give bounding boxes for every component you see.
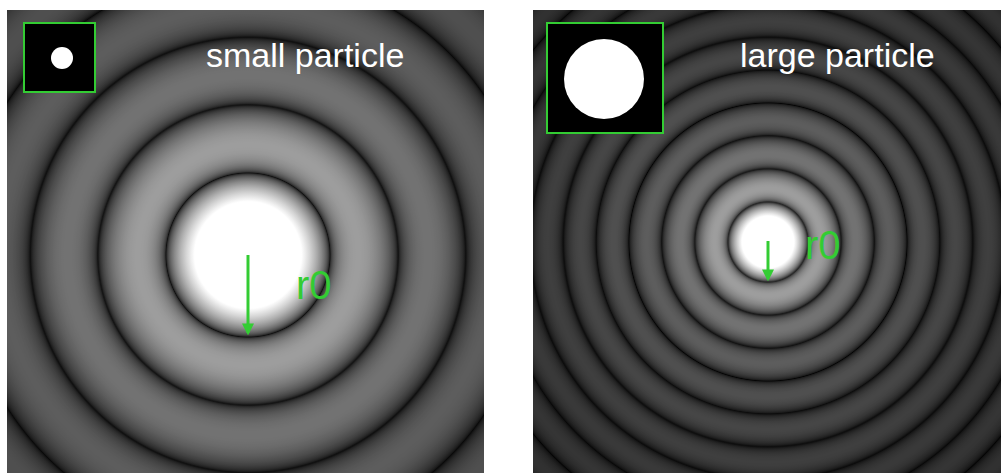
radius-label: r0 — [805, 222, 841, 268]
pattern-background — [533, 10, 1001, 473]
panel-title: large particle — [740, 36, 935, 75]
pattern-background — [7, 10, 484, 473]
particle-disk — [51, 47, 73, 69]
particle-inset — [24, 23, 95, 92]
radius-label: r0 — [296, 262, 332, 308]
radius-arrow — [767, 241, 770, 279]
particle-inset — [547, 23, 663, 133]
radius-arrow — [247, 255, 250, 333]
panel-title: small particle — [206, 36, 404, 75]
airy-pattern — [7, 10, 484, 473]
airy-pattern — [533, 10, 1001, 473]
particle-disk — [564, 39, 644, 119]
